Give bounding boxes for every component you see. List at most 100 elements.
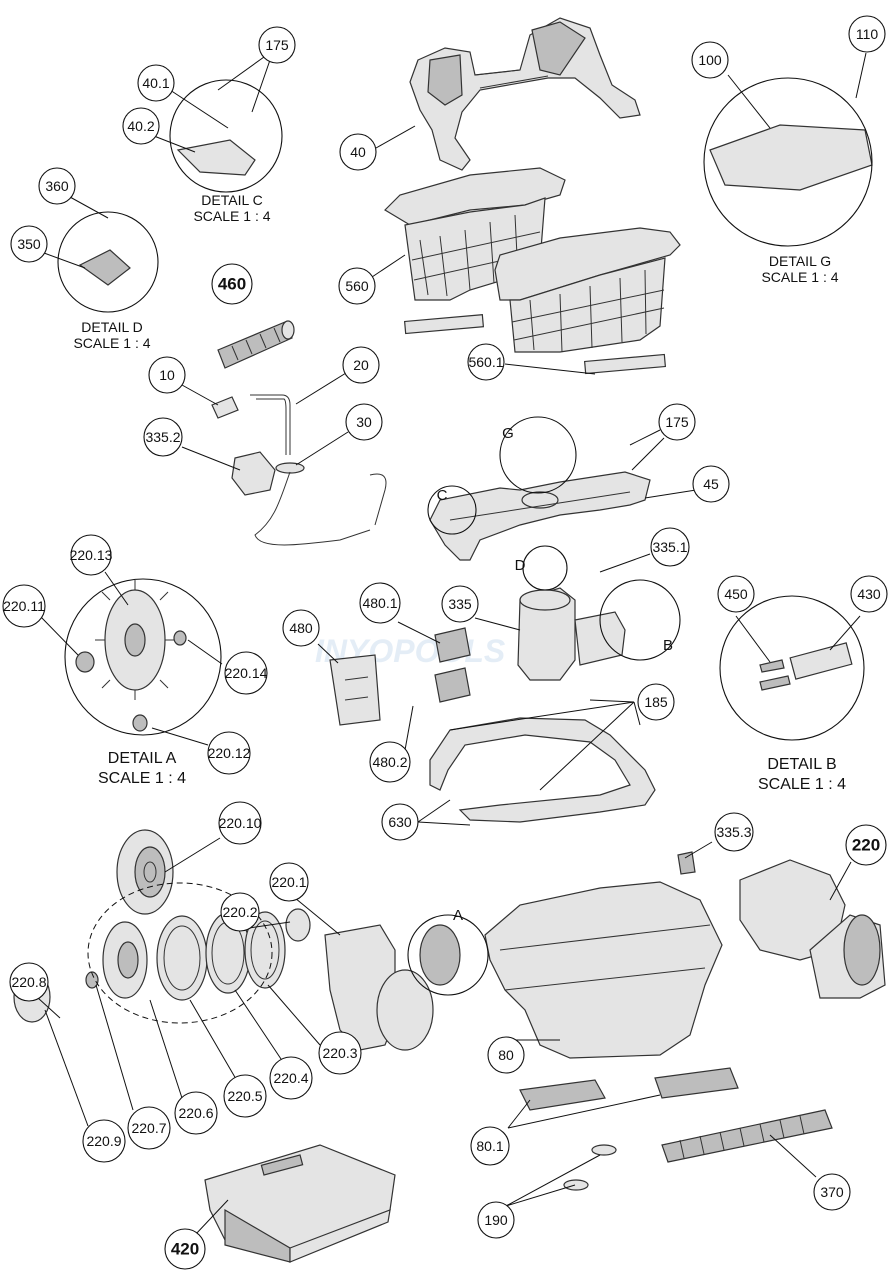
svg-text:220.6: 220.6 [178, 1105, 213, 1121]
callout-335[interactable]: 335 [441, 585, 479, 623]
callout-220-13[interactable]: 220.13 [70, 534, 113, 576]
svg-text:220: 220 [852, 836, 880, 855]
callout-220[interactable]: 220 [845, 824, 887, 866]
filter-strip-part [403, 314, 485, 335]
callout-185[interactable]: 185 [637, 683, 675, 721]
svg-text:80.1: 80.1 [476, 1138, 503, 1154]
callout-110[interactable]: 110 [848, 15, 886, 53]
svg-text:220.7: 220.7 [131, 1120, 166, 1136]
callout-420[interactable]: 420 [164, 1228, 206, 1270]
svg-text:220.13: 220.13 [70, 547, 113, 563]
filter-basket-part [384, 167, 681, 353]
detail-d-circle [57, 211, 159, 313]
callout-630[interactable]: 630 [381, 803, 419, 841]
svg-text:20: 20 [353, 357, 369, 373]
callout-10[interactable]: 10 [148, 356, 186, 394]
svg-text:220.1: 220.1 [271, 874, 306, 890]
callout-45[interactable]: 45 [692, 465, 730, 503]
clip-part [677, 851, 696, 875]
detail-d-scale: SCALE 1 : 4 [73, 335, 150, 351]
callout-220-1[interactable]: 220.1 [269, 862, 309, 902]
svg-text:220.8: 220.8 [11, 974, 46, 990]
callout-350[interactable]: 350 [10, 225, 48, 263]
callout-560[interactable]: 560 [338, 267, 376, 305]
svg-text:100: 100 [698, 52, 722, 68]
callout-220-5[interactable]: 220.5 [223, 1074, 267, 1118]
callout-220-8[interactable]: 220.8 [9, 962, 49, 1002]
detail-b-parts [759, 642, 853, 691]
detail-d-marker [522, 545, 568, 591]
callout-370[interactable]: 370 [813, 1173, 851, 1211]
callout-560-1[interactable]: 560.1 [467, 343, 505, 381]
callout-220-11[interactable]: 220.11 [2, 584, 46, 628]
callout-20[interactable]: 20 [342, 346, 380, 384]
detail-d-part [78, 249, 131, 286]
wheel-part [116, 829, 174, 915]
callout-220-4[interactable]: 220.4 [269, 1056, 313, 1100]
marker-b-letter: B [663, 637, 673, 654]
callout-450[interactable]: 450 [717, 575, 755, 613]
top-cover-part [429, 471, 651, 561]
detail-a-circle [64, 578, 222, 736]
swivel-cable-part [211, 394, 387, 546]
svg-text:335: 335 [448, 596, 472, 612]
filter-strip-part-2 [583, 353, 667, 375]
svg-text:335.2: 335.2 [145, 429, 180, 445]
callout-460[interactable]: 460 [211, 263, 253, 305]
detail-c-title: DETAIL C [201, 192, 262, 208]
detail-g-scale: SCALE 1 : 4 [761, 269, 838, 285]
svg-text:420: 420 [171, 1240, 199, 1259]
callout-480-2[interactable]: 480.2 [369, 741, 411, 783]
drive-group-outline [87, 882, 273, 1024]
callout-430[interactable]: 430 [850, 575, 888, 613]
callout-30[interactable]: 30 [345, 403, 383, 441]
svg-text:220.9: 220.9 [86, 1133, 121, 1149]
marker-a-letter: A [453, 907, 463, 924]
detail-c-circle [169, 79, 283, 193]
callout-480[interactable]: 480 [282, 609, 320, 647]
callout-40[interactable]: 40 [339, 133, 377, 171]
callout-335-1[interactable]: 335.1 [650, 527, 690, 567]
callout-220-7[interactable]: 220.7 [127, 1106, 171, 1150]
svg-text:480.2: 480.2 [372, 754, 407, 770]
marker-c-letter: C [437, 487, 448, 504]
callout-100[interactable]: 100 [691, 41, 729, 79]
svg-text:40.1: 40.1 [142, 75, 169, 91]
callout-175-top[interactable]: 175 [258, 26, 296, 64]
callout-190[interactable]: 190 [477, 1201, 515, 1239]
detail-g-marker [499, 416, 577, 494]
callout-335-3[interactable]: 335.3 [714, 812, 754, 852]
brush-part [661, 1109, 833, 1163]
callout-220-6[interactable]: 220.6 [174, 1091, 218, 1135]
callout-220-12[interactable]: 220.12 [207, 731, 251, 775]
detail-a-parts [75, 580, 187, 732]
callout-480-1[interactable]: 480.1 [359, 582, 401, 624]
callout-40-1[interactable]: 40.1 [137, 64, 175, 102]
callout-335-2[interactable]: 335.2 [143, 417, 183, 457]
svg-text:360: 360 [45, 178, 69, 194]
callout-220-2[interactable]: 220.2 [220, 892, 260, 932]
callout-220-9[interactable]: 220.9 [82, 1119, 126, 1163]
drive-assembly-part [739, 859, 886, 999]
motor-part [517, 587, 626, 681]
callout-175-mid[interactable]: 175 [658, 403, 696, 441]
detail-b-marker [599, 579, 681, 661]
svg-text:220.4: 220.4 [273, 1070, 308, 1086]
svg-text:175: 175 [665, 414, 689, 430]
callout-80-1[interactable]: 80.1 [470, 1126, 510, 1166]
svg-text:220.11: 220.11 [3, 598, 45, 614]
callout-40-2[interactable]: 40.2 [122, 107, 160, 145]
main-body-part [419, 881, 723, 1059]
callout-220-14[interactable]: 220.14 [224, 651, 268, 695]
svg-text:370: 370 [820, 1184, 844, 1200]
handle-part [409, 17, 641, 171]
callout-220-10[interactable]: 220.10 [218, 801, 262, 845]
svg-text:175: 175 [265, 37, 289, 53]
svg-text:350: 350 [17, 236, 41, 252]
svg-text:220.10: 220.10 [219, 815, 262, 831]
callout-360[interactable]: 360 [38, 167, 76, 205]
svg-text:560: 560 [345, 278, 369, 294]
marker-g-letter: G [502, 425, 514, 442]
callout-220-3[interactable]: 220.3 [318, 1031, 362, 1075]
callout-80[interactable]: 80 [487, 1036, 525, 1074]
